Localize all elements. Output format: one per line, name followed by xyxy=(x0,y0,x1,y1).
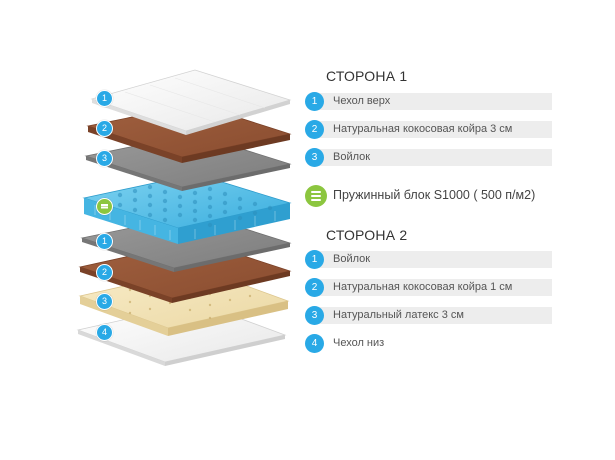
layer-badge-top-2: 2 xyxy=(96,120,113,137)
legend-row: 1 Войлок xyxy=(305,250,552,269)
layer-badge-top-3: 3 xyxy=(96,150,113,167)
legend-row-bar xyxy=(315,307,552,324)
legend-label: Чехол верх xyxy=(333,95,391,107)
legend-row: 2 Натуральная кокосовая койра 1 см xyxy=(305,278,552,297)
legend-row-bar xyxy=(315,93,552,110)
legend-label: Войлок xyxy=(333,151,371,163)
legend-label: Натуральная кокосовая койра 1 см xyxy=(333,281,513,293)
legend-row-bar xyxy=(315,279,552,296)
legend-row-bar xyxy=(315,149,552,166)
layer-badge-top-1: 1 xyxy=(96,90,113,107)
layer-top-cover xyxy=(90,69,292,135)
legend-number-badge: 3 xyxy=(305,306,324,325)
legend-row-bar xyxy=(315,251,552,268)
spring-block-row: Пружинный блок S1000 ( 500 п/м2) xyxy=(305,185,565,209)
legend-label: Войлок xyxy=(333,253,371,265)
legend-label: Натуральный латекс 3 см xyxy=(333,309,464,321)
legend-row: 1 Чехол верх xyxy=(305,92,552,111)
legend-number-badge: 2 xyxy=(305,120,324,139)
layer-badge-bottom-4: 4 xyxy=(96,324,113,341)
legend-number-badge: 2 xyxy=(305,278,324,297)
layer-badge-bottom-3: 3 xyxy=(96,293,113,310)
layer-badge-bottom-2: 2 xyxy=(96,264,113,281)
spring-block-label: Пружинный блок S1000 ( 500 п/м2) xyxy=(333,188,536,202)
layer-badge-bottom-1: 1 xyxy=(96,233,113,250)
legend-number-badge: 4 xyxy=(305,334,324,353)
legend-label: Натуральная кокосовая койра 3 см xyxy=(333,123,513,135)
legend-row-bar xyxy=(315,121,552,138)
spring-block-icon xyxy=(305,185,327,207)
legend-row: 2 Натуральная кокосовая койра 3 см xyxy=(305,120,552,139)
spring-badge-icon xyxy=(96,198,113,215)
legend-row: 3 Натуральный латекс 3 см xyxy=(305,306,552,325)
legend-label: Чехол низ xyxy=(333,337,385,349)
legend-row: 4 Чехол низ xyxy=(305,334,552,353)
legend-number-badge: 3 xyxy=(305,148,324,167)
legend-row: 3 Войлок xyxy=(305,148,552,167)
legend-number-badge: 1 xyxy=(305,250,324,269)
legend-number-badge: 1 xyxy=(305,92,324,111)
side-1-title: СТОРОНА 1 xyxy=(326,68,408,84)
mattress-layers-illustration xyxy=(76,69,292,366)
side-2-title: СТОРОНА 2 xyxy=(326,227,408,243)
